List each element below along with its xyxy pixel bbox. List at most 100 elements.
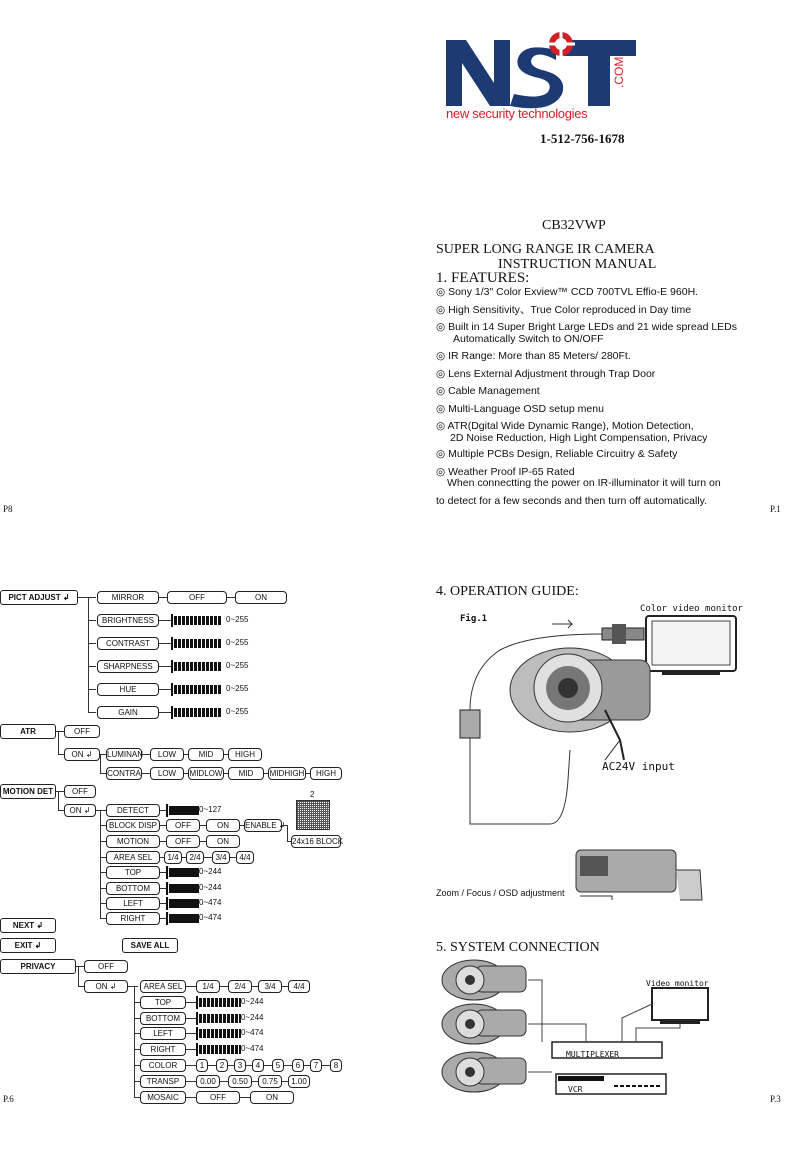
exit-box: EXIT ↲ bbox=[0, 938, 56, 953]
feature-item: ◎ Weather Proof IP-65 Rated bbox=[436, 466, 575, 478]
top-bar bbox=[169, 868, 199, 877]
top-box: TOP bbox=[106, 866, 160, 879]
motion2-off: OFF bbox=[166, 835, 200, 848]
right-box: RIGHT bbox=[106, 912, 160, 925]
color-6: 6 bbox=[292, 1059, 304, 1072]
fig-label: Fig.1 bbox=[460, 614, 488, 624]
priv-right-box: RIGHT bbox=[140, 1043, 186, 1056]
motion-off: OFF bbox=[64, 785, 96, 798]
feature-item: ◎ ATR(Dgital Wide Dynamic Range), Motion… bbox=[436, 420, 694, 432]
feature-item: Automatically Switch to ON/OFF bbox=[453, 333, 604, 345]
manual-title: INSTRUCTION MANUAL bbox=[498, 257, 657, 272]
feature-item: ◎ Multiple PCBs Design, Reliable Circuit… bbox=[436, 448, 678, 460]
left-bar bbox=[169, 899, 199, 908]
priv-right-bar bbox=[199, 1045, 241, 1054]
brightness-box: BRIGHTNESS bbox=[97, 614, 159, 627]
left-box: LEFT bbox=[106, 897, 160, 910]
right-range: 0~474 bbox=[199, 913, 222, 922]
features-heading: 1. FEATURES: bbox=[436, 270, 530, 286]
feature-item: When connectting the power on IR-illumin… bbox=[447, 477, 721, 489]
color-8: 8 bbox=[330, 1059, 342, 1072]
priv-left-range: 0~474 bbox=[241, 1028, 264, 1037]
color-1: 1 bbox=[196, 1059, 208, 1072]
brightness-range: 0~255 bbox=[226, 615, 249, 624]
sharpness-box: SHARPNESS bbox=[97, 660, 159, 673]
priv-bottom-bar bbox=[199, 1014, 241, 1023]
con-midhigh: MIDHIGH bbox=[268, 767, 306, 780]
multiplexer-label: MULTIPLEXER bbox=[566, 1050, 619, 1059]
feature-item: 2D Noise Reduction, High Light Compensat… bbox=[450, 432, 708, 444]
motion-det-box: MOTION DET bbox=[0, 784, 56, 799]
hue-bar bbox=[174, 685, 222, 694]
video-monitor-label: Video monitor bbox=[646, 979, 709, 988]
contrast-range: 0~255 bbox=[226, 638, 249, 647]
detect-range: 0~127 bbox=[199, 805, 222, 814]
ac-input-label: AC24V input bbox=[602, 760, 675, 773]
priv-q3: 3/4 bbox=[258, 980, 282, 993]
color-7: 7 bbox=[310, 1059, 322, 1072]
color-2: 2 bbox=[216, 1059, 228, 1072]
priv-right-range: 0~474 bbox=[241, 1044, 264, 1053]
feature-item: ◎ Cable Management bbox=[436, 385, 540, 397]
logo-tagline: new security technologies bbox=[446, 106, 588, 121]
priv-q4: 4/4 bbox=[288, 980, 310, 993]
gain-bar bbox=[174, 708, 222, 717]
gain-box: GAIN bbox=[97, 706, 159, 719]
monitor-label: Color video monitor bbox=[640, 604, 743, 614]
next-box: NEXT ↲ bbox=[0, 918, 56, 933]
mirror-on: ON bbox=[235, 591, 287, 604]
detect-bar bbox=[169, 806, 199, 815]
con-high: HIGH bbox=[310, 767, 342, 780]
privacy-off: OFF bbox=[84, 960, 128, 973]
right-bar bbox=[169, 914, 199, 923]
transp-2: 0.75 bbox=[258, 1075, 282, 1088]
priv-left-box: LEFT bbox=[140, 1027, 186, 1040]
phone-number: 1-512-756-1678 bbox=[540, 131, 625, 146]
lum-low: LOW bbox=[150, 748, 184, 761]
priv-top-range: 0~244 bbox=[241, 997, 264, 1006]
vcr-label: VCR bbox=[568, 1085, 583, 1094]
sharpness-range: 0~255 bbox=[226, 661, 249, 670]
area-q2: 2/4 bbox=[186, 851, 204, 864]
block-disp-box: BLOCK DISP bbox=[106, 819, 160, 832]
priv-left-bar bbox=[199, 1029, 241, 1038]
feature-item: to detect for a few seconds and then tur… bbox=[436, 495, 708, 507]
operation-heading: 4. OPERATION GUIDE: bbox=[436, 584, 579, 599]
product-title: SUPER LONG RANGE IR CAMERA bbox=[436, 242, 655, 257]
feature-item: ◎ Built in 14 Super Bright Large LEDs an… bbox=[436, 321, 737, 333]
model-title: CB32VWP bbox=[542, 218, 606, 233]
atr-box: ATR bbox=[0, 724, 56, 739]
zoom-label: Zoom / Focus / OSD adjustment bbox=[436, 888, 565, 898]
system-heading: 5. SYSTEM CONNECTION bbox=[436, 940, 600, 955]
logo-dotcom: .COM bbox=[612, 56, 626, 88]
area-sel-box: AREA SEL bbox=[106, 851, 160, 864]
privacy-box: PRIVACY bbox=[0, 959, 76, 974]
enable-box: ENABLE ↲ bbox=[244, 819, 286, 832]
mirror-off: OFF bbox=[167, 591, 227, 604]
block-on: ON bbox=[206, 819, 240, 832]
mirror-box: MIRROR bbox=[97, 591, 159, 604]
block-grid-number: 2 bbox=[310, 790, 315, 799]
block-off: OFF bbox=[166, 819, 200, 832]
feature-item: ◎ Lens External Adjustment through Trap … bbox=[436, 368, 656, 380]
color-box: COLOR bbox=[140, 1059, 186, 1072]
atr-off: OFF bbox=[64, 725, 100, 738]
priv-top-bar bbox=[199, 998, 241, 1007]
page-number: P8 bbox=[3, 504, 13, 514]
brightness-bar bbox=[174, 616, 222, 625]
lum-mid: MID bbox=[188, 748, 224, 761]
hue-box: HUE bbox=[97, 683, 159, 696]
page-number: P.6 bbox=[3, 1094, 14, 1104]
color-5: 5 bbox=[272, 1059, 284, 1072]
system-diagram bbox=[436, 958, 736, 1098]
page-number: P.3 bbox=[770, 1094, 781, 1104]
left-range: 0~474 bbox=[199, 898, 222, 907]
mosaic-on: ON bbox=[250, 1091, 294, 1104]
priv-q2: 2/4 bbox=[228, 980, 252, 993]
contra-box: CONTRA bbox=[106, 767, 142, 780]
color-3: 3 bbox=[234, 1059, 246, 1072]
mosaic-box: MOSAIC bbox=[140, 1091, 186, 1104]
priv-bottom-range: 0~244 bbox=[241, 1013, 264, 1022]
lum-high: HIGH bbox=[228, 748, 262, 761]
nst-logo bbox=[444, 28, 640, 123]
